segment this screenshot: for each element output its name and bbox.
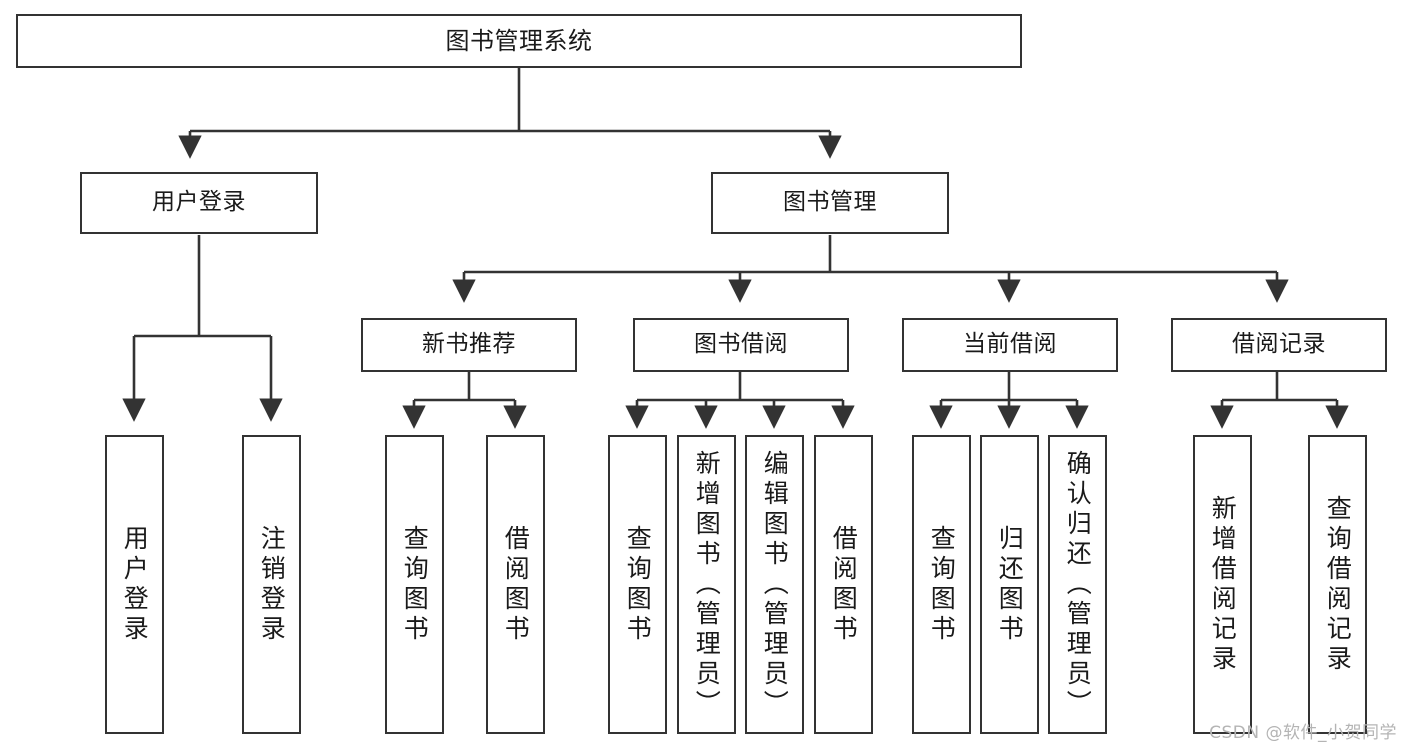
node-leaf-query-book-1[interactable]: 查询图书 bbox=[385, 435, 444, 734]
node-leaf-user-login[interactable]: 用户登录 bbox=[105, 435, 164, 734]
node-leaf-logout[interactable]: 注销登录 bbox=[242, 435, 301, 734]
node-leaf-borrow-book-2-label: 借阅图书 bbox=[829, 524, 859, 645]
node-new-book-rec[interactable]: 新书推荐 bbox=[361, 318, 577, 372]
node-leaf-add-record[interactable]: 新增借阅记录 bbox=[1193, 435, 1252, 734]
node-leaf-query-record-label: 查询借阅记录 bbox=[1323, 494, 1353, 675]
node-current-borrow[interactable]: 当前借阅 bbox=[902, 318, 1118, 372]
node-leaf-query-book-3[interactable]: 查询图书 bbox=[912, 435, 971, 734]
node-user-login-label: 用户登录 bbox=[152, 189, 246, 216]
node-leaf-borrow-book-1-label: 借阅图书 bbox=[501, 524, 531, 645]
node-current-borrow-label: 当前借阅 bbox=[963, 331, 1057, 358]
node-book-manage[interactable]: 图书管理 bbox=[711, 172, 949, 234]
node-leaf-edit-book-label: 编辑图书（管理员） bbox=[760, 449, 790, 720]
node-new-book-rec-label: 新书推荐 bbox=[422, 331, 516, 358]
node-leaf-return-book[interactable]: 归还图书 bbox=[980, 435, 1039, 734]
node-borrow-record-label: 借阅记录 bbox=[1232, 331, 1326, 358]
node-user-login[interactable]: 用户登录 bbox=[80, 172, 318, 234]
node-leaf-user-login-label: 用户登录 bbox=[120, 524, 150, 645]
node-leaf-borrow-book-2[interactable]: 借阅图书 bbox=[814, 435, 873, 734]
node-leaf-add-record-label: 新增借阅记录 bbox=[1208, 494, 1238, 675]
node-leaf-edit-book[interactable]: 编辑图书（管理员） bbox=[745, 435, 804, 734]
node-borrow-record[interactable]: 借阅记录 bbox=[1171, 318, 1387, 372]
node-leaf-return-book-label: 归还图书 bbox=[995, 524, 1025, 645]
node-book-borrow-label: 图书借阅 bbox=[694, 331, 788, 358]
node-leaf-confirm-return-label: 确认归还（管理员） bbox=[1063, 449, 1093, 720]
node-leaf-confirm-return[interactable]: 确认归还（管理员） bbox=[1048, 435, 1107, 734]
node-leaf-logout-label: 注销登录 bbox=[257, 524, 287, 645]
node-book-borrow[interactable]: 图书借阅 bbox=[633, 318, 849, 372]
node-root[interactable]: 图书管理系统 bbox=[16, 14, 1022, 68]
node-leaf-add-book[interactable]: 新增图书（管理员） bbox=[677, 435, 736, 734]
node-leaf-query-book-2-label: 查询图书 bbox=[623, 524, 653, 645]
node-leaf-query-book-3-label: 查询图书 bbox=[927, 524, 957, 645]
node-leaf-query-record[interactable]: 查询借阅记录 bbox=[1308, 435, 1367, 734]
node-leaf-borrow-book-1[interactable]: 借阅图书 bbox=[486, 435, 545, 734]
watermark: CSDN @软件_小贺同学 bbox=[1209, 723, 1397, 743]
node-root-label: 图书管理系统 bbox=[445, 26, 593, 55]
node-leaf-add-book-label: 新增图书（管理员） bbox=[692, 449, 722, 720]
node-leaf-query-book-2[interactable]: 查询图书 bbox=[608, 435, 667, 734]
node-book-manage-label: 图书管理 bbox=[783, 189, 877, 216]
node-leaf-query-book-1-label: 查询图书 bbox=[400, 524, 430, 645]
